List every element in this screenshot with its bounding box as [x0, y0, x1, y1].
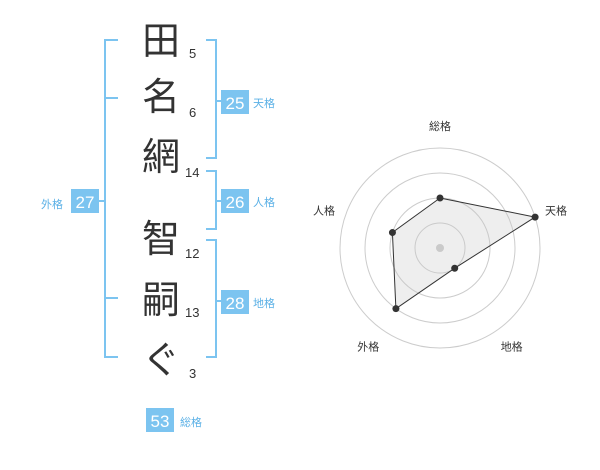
- stroke-count-6: 3: [189, 366, 196, 381]
- radar-center-dot: [436, 244, 444, 252]
- soukaku-value: 53: [151, 412, 170, 431]
- jinkaku-bracket: [206, 170, 222, 230]
- chikaku-label: 地格: [253, 296, 275, 310]
- name-char-2: 名: [142, 75, 180, 119]
- stroke-count-5: 13: [185, 305, 199, 320]
- tenkaku-bracket: [206, 39, 222, 159]
- gaikaku-bracket-ticks: [105, 97, 118, 299]
- name-char-1: 田: [142, 19, 180, 63]
- stroke-count-4: 12: [185, 246, 199, 261]
- gaikaku-bracket: [98, 39, 118, 358]
- name-char-5: 嗣: [142, 278, 180, 322]
- tenkaku-label: 天格: [253, 96, 275, 110]
- soukaku-label: 総格: [180, 415, 202, 429]
- tenkaku-value: 25: [226, 94, 245, 113]
- jinkaku-value: 26: [226, 193, 245, 212]
- jinkaku-badge: 26 人格: [221, 189, 275, 213]
- gaikaku-badge: 外格 27: [41, 189, 99, 213]
- stroke-count-3: 14: [185, 165, 199, 180]
- chikaku-badge: 28 地格: [221, 290, 275, 314]
- radar-axis-label: 地格: [501, 340, 523, 354]
- radar-axis-label: 天格: [545, 203, 567, 217]
- radar-point-総格: [436, 194, 444, 202]
- radar-ring-3: [364, 172, 516, 324]
- name-char-6: ぐ: [142, 338, 180, 382]
- tenkaku-badge: 25 天格: [221, 90, 275, 114]
- chikaku-bracket: [206, 239, 222, 358]
- radar-axis-label: 総格: [429, 119, 451, 133]
- name-char-4: 智: [142, 217, 180, 261]
- gaikaku-value: 27: [76, 193, 95, 212]
- radar-series-shape: [391, 197, 537, 310]
- radar-point-外格: [392, 305, 400, 313]
- jinkaku-label: 人格: [253, 195, 275, 209]
- radar-point-天格: [531, 213, 539, 221]
- chikaku-value: 28: [226, 294, 245, 313]
- name-char-3: 網: [142, 135, 180, 179]
- radar-point-人格: [388, 229, 396, 237]
- name-column: 田 5 名 6 網 14 智 12 嗣 13 ぐ 3: [142, 19, 199, 382]
- radar-ring-1: [414, 222, 466, 274]
- radar-axis-label: 人格: [313, 203, 335, 217]
- gaikaku-label: 外格: [41, 197, 63, 211]
- radar-ring-4: [339, 147, 541, 349]
- radar-axis-label: 外格: [357, 340, 379, 354]
- stroke-count-2: 6: [189, 105, 196, 120]
- stroke-count-1: 5: [189, 46, 196, 61]
- radar-point-地格: [451, 264, 459, 272]
- soukaku-badge: 53 総格: [146, 408, 202, 432]
